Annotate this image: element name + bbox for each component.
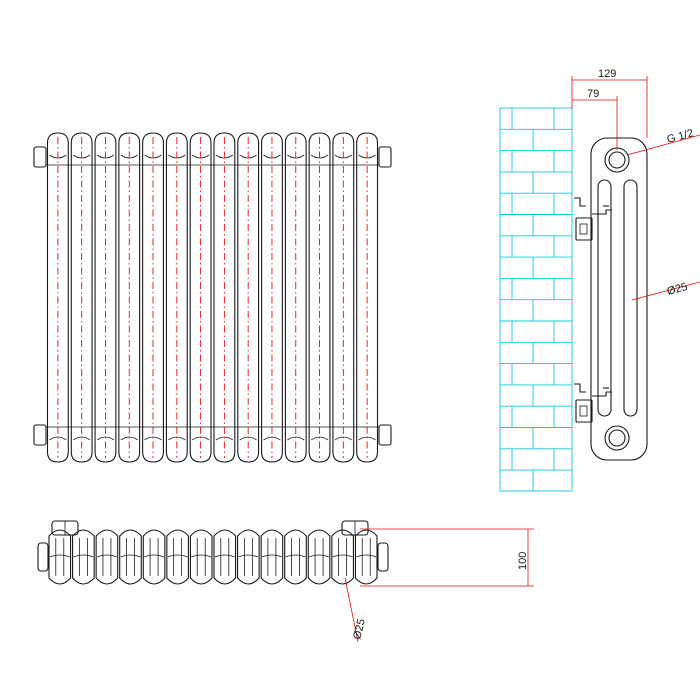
front-column	[332, 132, 355, 463]
front-column	[94, 132, 117, 463]
top-section	[354, 529, 378, 585]
front-column	[142, 132, 164, 463]
bottom-connection-outer	[604, 425, 630, 451]
front-left-end-cap-top	[33, 146, 47, 168]
dimension-wall-to-center: 79	[572, 88, 618, 150]
top-view: 100 Ø25	[37, 520, 534, 643]
front-column	[261, 132, 283, 463]
brick-joints	[500, 108, 572, 491]
side-view: 129 79 G 1/2 Ø25	[499, 68, 700, 492]
bottom-connection-inner	[608, 429, 626, 447]
front-column	[46, 132, 69, 463]
front-left-end-cap-bottom	[33, 424, 47, 446]
brick-wall	[499, 107, 573, 492]
wall-bracket-top	[574, 197, 612, 241]
dimension-top-tube-diameter-label: Ø25	[351, 618, 368, 641]
dimension-side-tube-diameter-label: Ø25	[666, 281, 689, 298]
tube-slot-left	[597, 179, 612, 417]
front-column	[356, 132, 379, 463]
dimension-connection-label: G 1/2	[666, 127, 695, 146]
top-section	[119, 529, 142, 585]
side-profile-body	[590, 137, 648, 461]
top-connection-inner	[608, 151, 626, 169]
top-section	[284, 529, 307, 585]
top-section	[48, 529, 72, 585]
front-right-end-cap-bottom	[378, 424, 392, 446]
front-column	[70, 132, 93, 463]
dimension-side-tube-diameter: Ø25	[631, 281, 700, 301]
tube-slot-right	[623, 179, 638, 417]
top-section	[331, 529, 354, 585]
top-section	[307, 529, 331, 585]
top-section	[72, 529, 95, 585]
front-column	[189, 132, 212, 463]
top-right-end-cap	[377, 542, 389, 572]
front-column	[213, 132, 236, 463]
dimension-overall-depth-label: 129	[598, 68, 616, 80]
top-section	[237, 529, 260, 585]
dimension-top-tube-diameter: Ø25	[344, 577, 368, 643]
front-column	[237, 132, 260, 463]
top-section	[142, 529, 166, 585]
top-sections	[48, 529, 378, 585]
top-section	[189, 529, 213, 585]
top-section	[260, 529, 284, 585]
top-section	[166, 529, 189, 585]
front-right-end-cap-top	[378, 146, 392, 168]
front-column	[165, 132, 188, 463]
dimension-depth: 100	[360, 528, 534, 587]
front-view	[33, 132, 392, 463]
front-column	[284, 132, 307, 463]
top-left-end-cap	[37, 542, 49, 572]
top-section	[95, 529, 119, 585]
front-column	[118, 132, 141, 463]
dimension-connection: G 1/2	[626, 127, 700, 156]
wall-bracket-bottom	[574, 383, 612, 423]
dimension-depth-label: 100	[517, 552, 529, 570]
top-section	[213, 529, 237, 585]
dimension-overall-depth: 129	[571, 68, 648, 138]
dimension-wall-to-center-label: 79	[587, 88, 599, 100]
front-column	[308, 132, 331, 463]
front-columns	[46, 132, 379, 463]
